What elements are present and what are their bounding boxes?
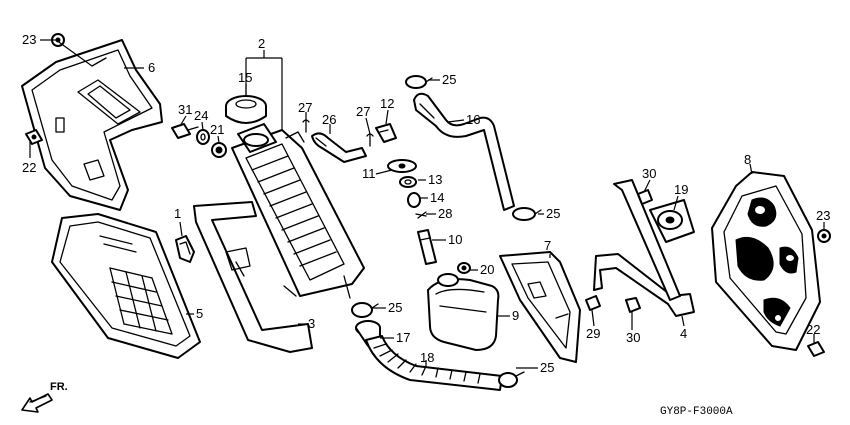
side-cover-part-8 [711, 171, 821, 351]
callout-27-a: 27 [298, 100, 312, 115]
bolt-part-31 [171, 123, 199, 139]
callout-5: 5 [196, 306, 203, 321]
clamp-part-25-lower-left [351, 302, 379, 318]
callout-31: 31 [178, 102, 192, 117]
grommet-part-1 [175, 235, 195, 263]
collar-part-24 [196, 129, 210, 145]
radiator-cap-part-15 [225, 95, 267, 124]
callout-24: 24 [194, 108, 208, 123]
callout-labels: 23 6 22 2 15 31 24 21 27 26 27 12 25 16 … [22, 32, 830, 375]
callout-27-b: 27 [356, 104, 370, 119]
bolt-part-22-right [807, 341, 825, 357]
callout-23-right: 23 [816, 208, 830, 223]
pipe-part-10 [417, 229, 437, 265]
callout-13: 13 [428, 172, 442, 187]
diagram-code: GY8P-F3000A [660, 406, 733, 418]
bolt-part-22-left [25, 129, 43, 145]
bolt-part-20 [457, 262, 471, 274]
callout-22-left: 22 [22, 160, 36, 175]
callout-4: 4 [680, 326, 687, 341]
clip-part-28 [415, 211, 427, 219]
callout-9: 9 [512, 308, 519, 323]
clip-part-27-a [302, 119, 310, 133]
bolt-part-30-lower [625, 297, 641, 313]
hose-part-17 [355, 320, 381, 347]
callout-25-top: 25 [442, 72, 456, 87]
cover-part-7 [499, 251, 581, 363]
callout-17: 17 [396, 330, 410, 345]
hose-part-16 [413, 92, 515, 211]
callout-18: 18 [420, 350, 434, 365]
stay-bracket-part-4 [593, 179, 695, 317]
joint-part-12 [375, 123, 397, 143]
callout-22-right: 22 [806, 322, 820, 337]
callout-30-lower: 30 [626, 330, 640, 345]
callout-10: 10 [448, 232, 462, 247]
callout-26: 26 [322, 112, 336, 127]
radiator-shroud-part-6 [21, 39, 163, 211]
callout-29: 29 [586, 326, 600, 341]
front-arrow-icon [21, 393, 53, 413]
bolt-part-23-right [817, 229, 831, 243]
grille-cover-part-5 [51, 213, 201, 359]
callout-19: 19 [674, 182, 688, 197]
callout-25-lower-left: 25 [388, 300, 402, 315]
front-label: FR. [50, 381, 68, 393]
callout-8: 8 [744, 152, 751, 167]
callout-1: 1 [174, 206, 181, 221]
rubber-part-14 [407, 192, 421, 208]
bolt-part-30-upper [637, 189, 653, 205]
callout-7: 7 [544, 238, 551, 253]
callout-11: 11 [362, 166, 376, 181]
callout-28: 28 [438, 206, 452, 221]
callout-12: 12 [380, 96, 394, 111]
clamp-part-25-top [405, 75, 433, 89]
reserve-tank-part-9 [427, 273, 500, 351]
callout-25-right: 25 [546, 206, 560, 221]
callout-25-lower-right: 25 [540, 360, 554, 375]
clip-part-27-b [366, 133, 374, 147]
front-direction-indicator: FR. [21, 381, 68, 413]
callout-2: 2 [258, 36, 265, 51]
callout-15: 15 [238, 70, 252, 85]
callout-6: 6 [148, 60, 155, 75]
cap-part-11 [387, 159, 417, 173]
clamp-part-25-lower-right [498, 371, 525, 388]
callout-30-upper: 30 [642, 166, 656, 181]
bolt-part-29 [585, 295, 601, 311]
stay-bracket-part-3 [193, 201, 313, 353]
part-19 [649, 199, 695, 243]
leader-lines [29, 39, 825, 369]
rubber-part-21 [211, 142, 227, 158]
callout-20: 20 [480, 262, 494, 277]
callout-23-left: 23 [22, 32, 36, 47]
callout-14: 14 [430, 190, 444, 205]
clamp-part-25-right [512, 207, 542, 221]
washer-part-13 [399, 176, 417, 188]
hose-part-26 [311, 132, 367, 163]
callout-16: 16 [466, 112, 480, 127]
callout-3: 3 [308, 316, 315, 331]
callout-21: 21 [210, 122, 224, 137]
